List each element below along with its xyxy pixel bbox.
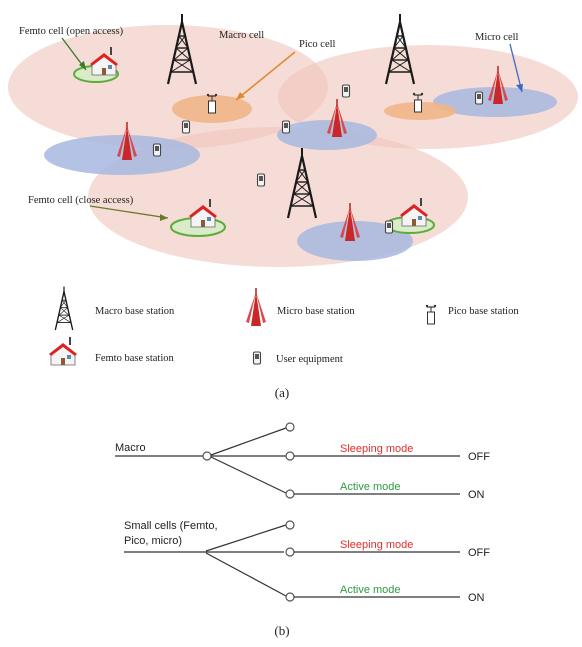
user-equipment-icon — [474, 91, 484, 105]
panel-a: Femto cell (open access) Macro cell Pico… — [8, 12, 578, 400]
user-equipment-icon — [341, 84, 351, 98]
user-equipment-icon — [181, 120, 191, 134]
macro-tower-icon — [54, 285, 74, 331]
micro-tower-icon — [245, 287, 267, 327]
macro-active-label: Active mode — [340, 481, 401, 493]
user-equipment-icon — [384, 220, 394, 234]
label-femto-open: Femto cell (open access) — [19, 26, 124, 37]
macro-root-node — [202, 451, 212, 461]
micro-cell-area — [277, 120, 377, 150]
macro-branch-node — [285, 451, 295, 461]
macro-off-label: OFF — [468, 451, 490, 463]
macro-branch-node — [285, 422, 295, 432]
callout-arrows — [61, 37, 523, 221]
legend-ue: User equipment — [276, 354, 343, 365]
legend: Macro base station Micro base station Pi… — [48, 285, 519, 366]
macro-cell-left — [8, 25, 328, 149]
small-branch-node — [285, 547, 295, 557]
macro-tree: Macro Sleeping mode Active mode OFF ON — [115, 422, 490, 501]
caption-b: (b) — [274, 623, 289, 638]
small-cells-label: Small cells (Femto, — [124, 520, 218, 532]
small-branch-node — [285, 592, 295, 602]
caption-a: (a) — [275, 385, 289, 400]
label-micro-cell: Micro cell — [475, 32, 519, 43]
label-macro-cell: Macro cell — [219, 30, 264, 41]
label-femto-close: Femto cell (close access) — [28, 195, 134, 206]
user-equipment-icon — [256, 173, 266, 187]
small-on-label: ON — [468, 592, 485, 604]
label-pico-cell: Pico cell — [299, 39, 336, 50]
small-sleeping-label: Sleeping mode — [340, 539, 413, 551]
pico-antenna-icon — [425, 304, 437, 325]
macro-on-label: ON — [468, 489, 485, 501]
legend-micro-bs: Micro base station — [277, 306, 355, 317]
small-cells-tree: Small cells (Femto, Pico, micro) Sleepin… — [124, 520, 490, 604]
panel-b: Macro Sleeping mode Active mode OFF ON S… — [115, 422, 490, 638]
legend-pico-bs: Pico base station — [448, 306, 519, 317]
user-equipment-icon — [252, 351, 262, 365]
user-equipment-icon — [152, 143, 162, 157]
small-cells-label-line2: Pico, micro) — [124, 535, 182, 547]
small-active-label: Active mode — [340, 584, 401, 596]
small-branch-node — [285, 520, 295, 530]
small-off-label: OFF — [468, 547, 490, 559]
macro-label: Macro — [115, 442, 146, 454]
cell-labels: Femto cell (open access) Macro cell Pico… — [19, 26, 519, 206]
femto-house-icon — [48, 336, 78, 366]
legend-macro-bs: Macro base station — [95, 306, 175, 317]
macro-branch-node — [285, 489, 295, 499]
legend-femto-bs: Femto base station — [95, 353, 174, 364]
macro-sleeping-label: Sleeping mode — [340, 443, 413, 455]
user-equipment-icon — [281, 120, 291, 134]
